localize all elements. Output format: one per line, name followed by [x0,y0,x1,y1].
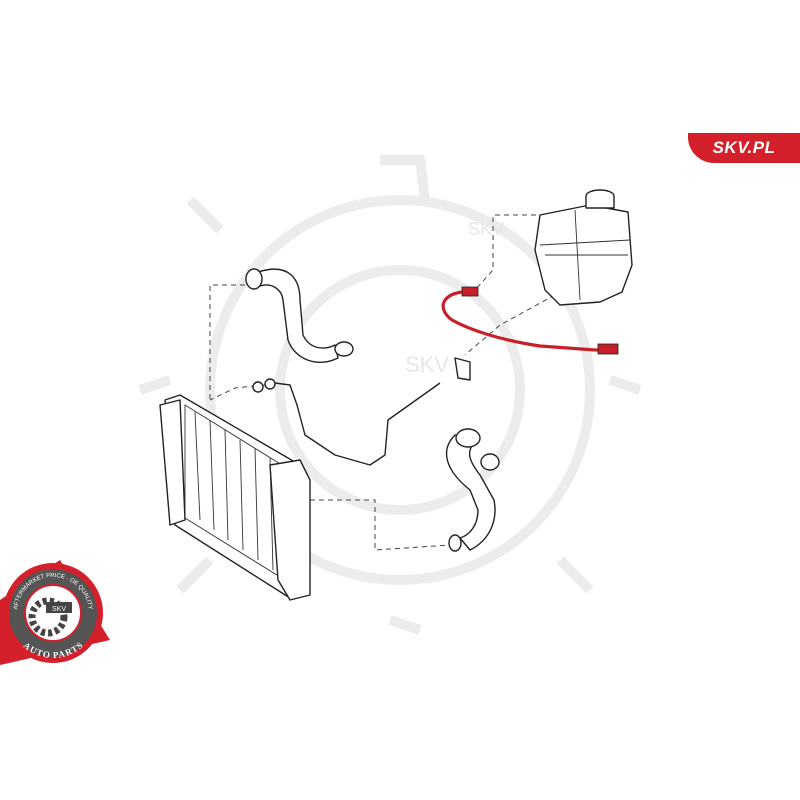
expansion-tank [534,189,633,306]
brand-label[interactable]: SKV.PL [688,133,800,163]
lower-hose [445,357,500,552]
watermark-text: SKV [468,219,504,239]
radiator [159,394,311,601]
highlighted-hose[interactable] [441,286,619,355]
upper-hose [245,268,354,363]
skv-auto-parts-badge: SKV AFTERMARKET PRICE · OE QUALITY AUTO … [0,560,110,665]
watermark-gear-icon: SKV SKV [138,155,642,635]
coolant-pipe [252,378,441,466]
watermark-text: SKV [405,352,449,377]
badge-center-text: SKV [52,606,66,613]
